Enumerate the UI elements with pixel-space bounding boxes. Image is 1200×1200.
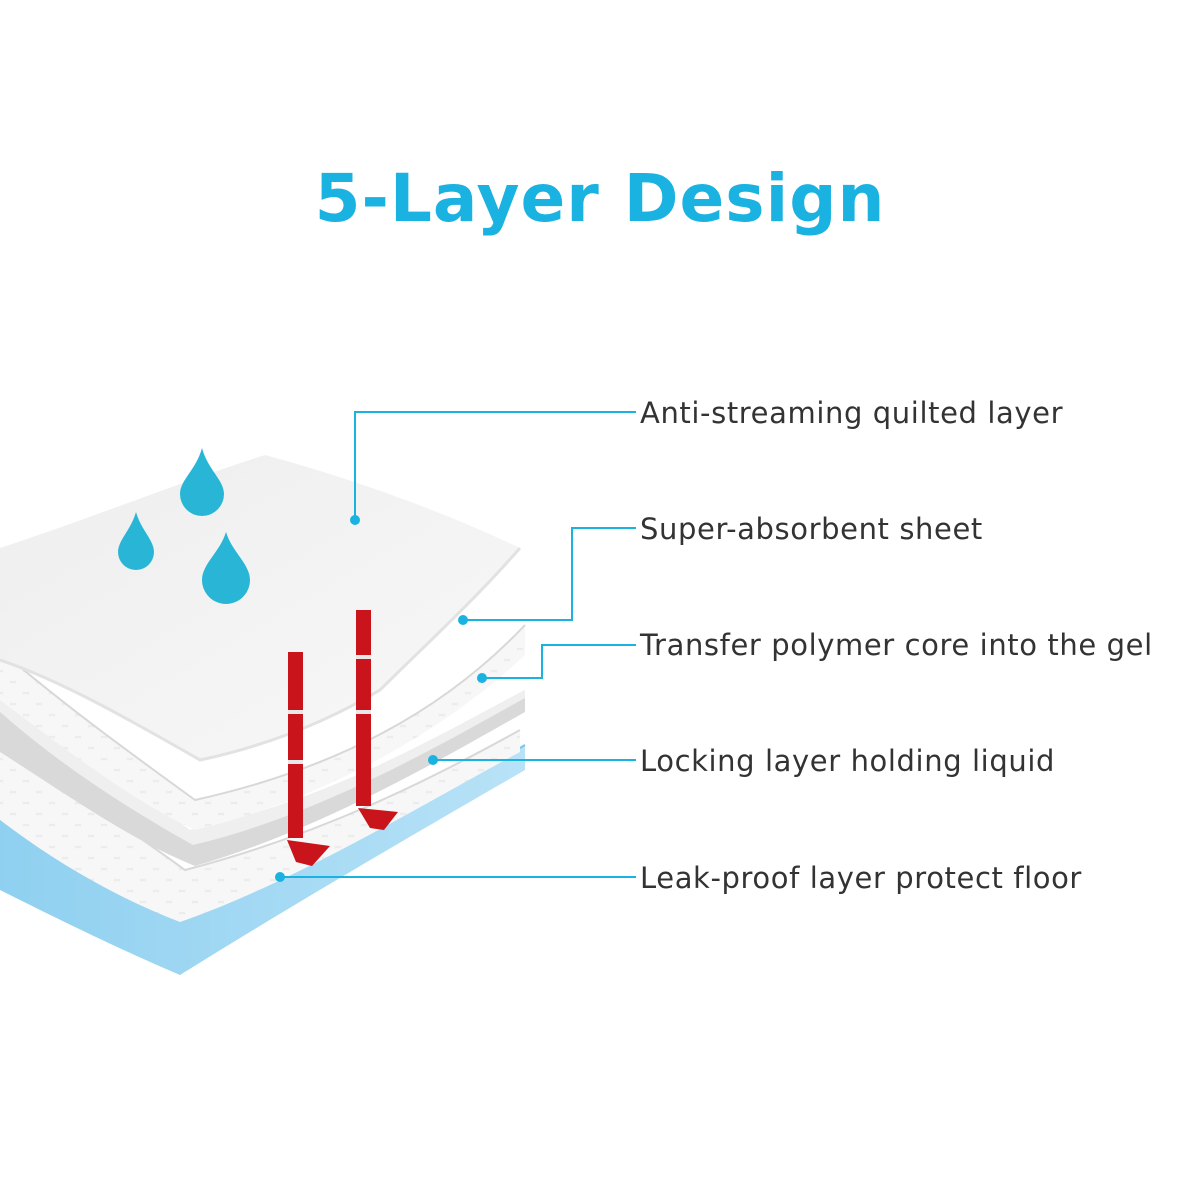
flow-arrow-right-icon: [356, 610, 398, 830]
callout-dot-1: [350, 515, 360, 525]
callout-dot-3: [477, 673, 487, 683]
callout-dot-2: [458, 615, 468, 625]
layer-label-super-absorbent: Super-absorbent sheet: [640, 512, 983, 546]
layer-label-locking: Locking layer holding liquid: [640, 744, 1055, 778]
droplet-icon: [202, 532, 250, 604]
droplet-icon: [118, 512, 154, 570]
callout-line-1: [354, 411, 636, 520]
transfer-layer: [0, 690, 525, 866]
droplet-icon: [180, 448, 224, 516]
layer-label-leak-proof: Leak-proof layer protect floor: [640, 861, 1082, 895]
layer-label-transfer-polymer: Transfer polymer core into the gel: [640, 628, 1153, 662]
locking-layer: [0, 730, 520, 922]
callout-dot-5: [275, 872, 285, 882]
absorbent-layer-edge: [0, 624, 526, 802]
callout-line-2: [463, 527, 636, 621]
transfer-layer-top: [0, 690, 525, 845]
callout-dot-4: [428, 755, 438, 765]
absorbent-layer: [0, 625, 525, 830]
layer-label-anti-streaming: Anti-streaming quilted layer: [640, 396, 1064, 430]
flow-arrow-left-icon: [287, 652, 330, 866]
page-title: 5-Layer Design: [314, 160, 886, 237]
callout-line-3: [482, 644, 636, 679]
